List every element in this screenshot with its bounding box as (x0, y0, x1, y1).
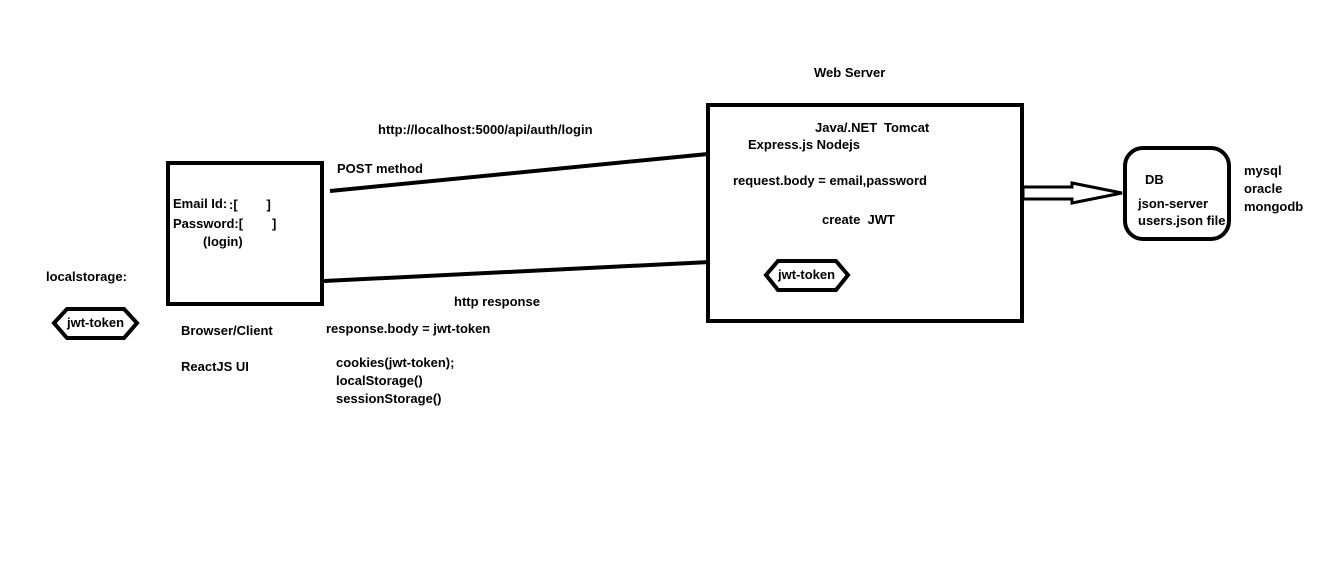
server-tech-java: Java/.NET (815, 120, 878, 135)
client-email-field: :[ ] (229, 197, 271, 212)
server-create-jwt: create JWT (822, 212, 895, 227)
server-tech-tomcat: Tomcat (884, 120, 930, 135)
server-request-body: request.body = email,password (733, 173, 927, 188)
client-login-box (166, 161, 324, 306)
client-caption: Browser/Client (181, 323, 273, 338)
request-line (329, 152, 709, 193)
request-url: http://localhost:5000/api/auth/login (378, 122, 593, 137)
web-server-box (706, 103, 1024, 323)
server-token-label: jwt-token (778, 267, 836, 282)
response-body: response.body = jwt-token (326, 321, 491, 336)
db-engine-mongodb: mongodb (1244, 199, 1304, 214)
db-users-file: users.json file (1138, 213, 1226, 228)
db-engine-mysql: mysql (1244, 163, 1282, 178)
db-title: DB (1145, 172, 1164, 187)
response-line (323, 260, 711, 283)
client-ui: ReactJS UI (181, 359, 249, 374)
db-engine-oracle: oracle (1244, 181, 1283, 196)
client-email-label: Email Id: (173, 196, 228, 211)
db-json-server: json-server (1138, 196, 1209, 211)
db-arrow (1021, 181, 1123, 205)
local-token-label: jwt-token (67, 315, 125, 330)
response-label: http response (454, 294, 540, 309)
storage-local: localStorage() (336, 373, 423, 388)
local-token-hexagon (51, 307, 140, 340)
local-storage-label: localstorage: (46, 269, 127, 284)
storage-session: sessionStorage() (336, 391, 442, 406)
client-password-field: Password:[ ] (173, 216, 277, 231)
web-server-title: Web Server (814, 65, 886, 80)
server-tech-node: Express.js Nodejs (748, 137, 860, 152)
client-login-button: (login) (203, 234, 243, 249)
server-token-hexagon (763, 259, 851, 292)
storage-cookies: cookies(jwt-token); (336, 355, 455, 370)
db-box (1123, 146, 1231, 241)
request-method: POST method (337, 161, 423, 176)
